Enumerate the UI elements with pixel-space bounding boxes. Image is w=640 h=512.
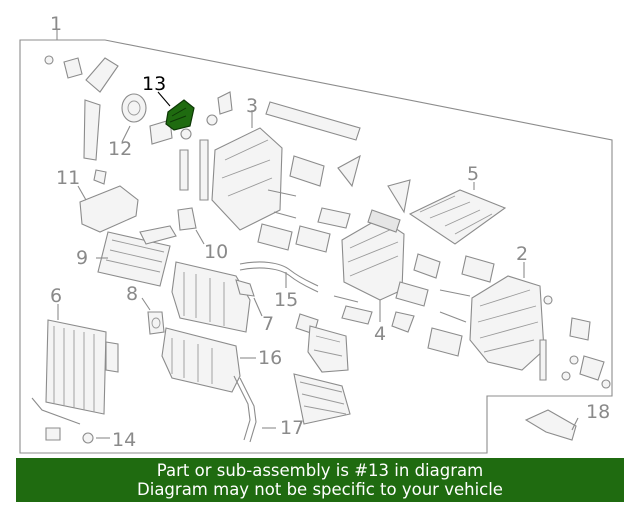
- part-small-brackets: [44, 55, 233, 201]
- callout-7: 7: [262, 313, 274, 335]
- callout-10: 10: [204, 241, 228, 263]
- part-5[interactable]: [408, 189, 507, 245]
- part-13-highlighted[interactable]: [165, 99, 195, 131]
- part-12[interactable]: [121, 93, 147, 123]
- callout-6: 6: [50, 285, 62, 307]
- callout-2: 2: [516, 243, 528, 265]
- part-15[interactable]: [239, 261, 319, 293]
- part-4[interactable]: [341, 209, 405, 301]
- callout-8: 8: [126, 283, 138, 305]
- info-banner: Part or sub-assembly is #13 in diagram D…: [16, 458, 624, 502]
- part-14[interactable]: [31, 397, 94, 444]
- part-17[interactable]: [233, 375, 257, 443]
- callout-11: 11: [56, 167, 80, 189]
- part-16[interactable]: [161, 327, 241, 393]
- part-6[interactable]: [45, 319, 119, 415]
- callout-18: 18: [586, 401, 610, 423]
- callout-5: 5: [467, 163, 479, 185]
- banner-line-1: Part or sub-assembly is #13 in diagram: [156, 461, 484, 480]
- part-11[interactable]: [79, 185, 139, 233]
- part-flaps: [257, 154, 495, 373]
- callout-9: 9: [76, 247, 88, 269]
- part-lower-duct: [293, 373, 351, 425]
- part-7[interactable]: [171, 261, 255, 333]
- callout-4: 4: [374, 323, 386, 345]
- callout-14: 14: [112, 429, 136, 451]
- part-9[interactable]: [97, 225, 177, 287]
- part-sensors: [267, 189, 471, 323]
- callout-3: 3: [246, 95, 258, 117]
- part-8[interactable]: [147, 311, 165, 335]
- part-3[interactable]: [211, 101, 361, 231]
- part-18[interactable]: [524, 409, 577, 441]
- parts-diagram: 1 5 3 12 13: [19, 13, 613, 454]
- banner-line-2: Diagram may not be specific to your vehi…: [137, 480, 503, 499]
- callout-12: 12: [108, 138, 132, 160]
- callout-13: 13: [142, 73, 166, 95]
- callout-15: 15: [274, 289, 298, 311]
- part-10[interactable]: [177, 207, 197, 231]
- callout-16: 16: [258, 347, 282, 369]
- callout-17: 17: [280, 417, 304, 439]
- callout-1: 1: [50, 13, 62, 35]
- part-2[interactable]: [469, 275, 545, 371]
- assembly-border: [19, 39, 613, 454]
- part-right-fasteners: [539, 295, 611, 389]
